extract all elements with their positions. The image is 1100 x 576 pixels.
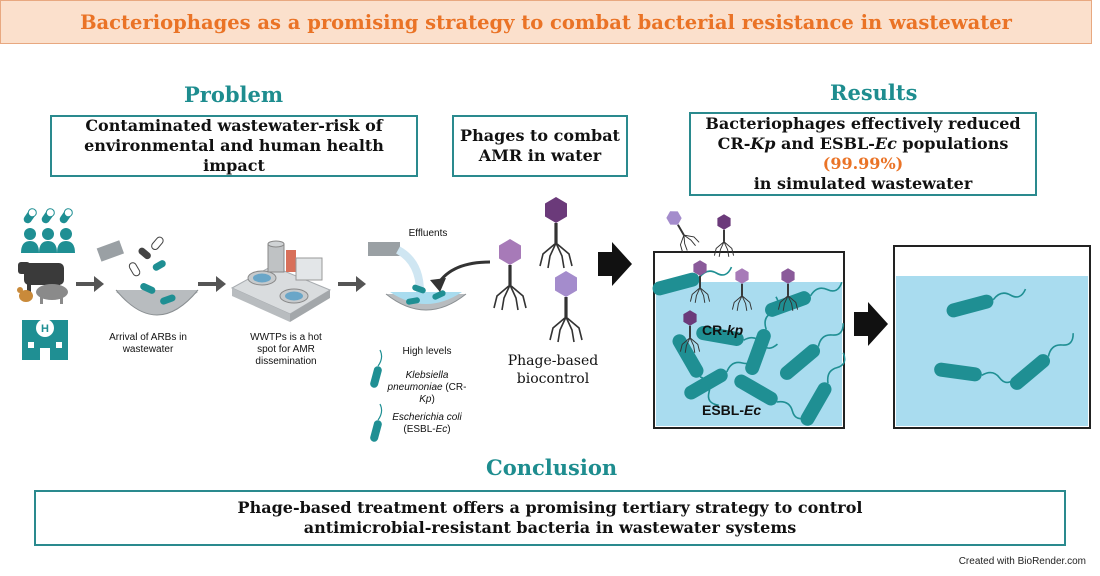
phages-box-line2: AMR in water xyxy=(478,146,602,165)
conclusion-line1: Phage-based treatment offers a promising… xyxy=(237,498,863,517)
flow-arrows xyxy=(76,276,366,292)
high-levels-label: High levels xyxy=(402,346,452,357)
effluent-basin xyxy=(368,242,491,311)
arrow-to-tank xyxy=(598,242,632,286)
phage-group xyxy=(493,196,583,343)
conclusion-line2: antimicrobial-resistant bacteria in wast… xyxy=(303,518,797,537)
results-box: Bacteriophages effectively reduced CR-Kp… xyxy=(689,112,1037,196)
problem-box-line2: environmental and human health impact xyxy=(84,136,384,175)
results-line3: in simulated wastewater xyxy=(753,174,973,193)
hospital-icon: H xyxy=(22,319,68,360)
wwtp-plant xyxy=(230,240,332,322)
problem-heading: Problem xyxy=(184,82,284,107)
arrival-basin xyxy=(96,236,199,316)
treatment-tank xyxy=(650,205,852,430)
results-percentage: (99.99%) xyxy=(822,154,904,173)
svg-text:H: H xyxy=(41,323,49,335)
conclusion-box: Phage-based treatment offers a promising… xyxy=(34,490,1066,546)
credit-text: Created with BioRender.com xyxy=(958,556,1086,567)
results-heading: Results xyxy=(830,80,918,105)
results-line2: CR-Kp and ESBL-Ec populations (99.99%) xyxy=(717,134,1009,173)
arrow-to-result-tank xyxy=(854,302,888,346)
problem-box-line1: Contaminated wastewater-risk of xyxy=(85,116,383,135)
klebsiella-label: Klebsiella pneumoniae (CR-Kp) xyxy=(387,370,467,405)
esbl-ec-label: ESBL-Ec xyxy=(702,402,762,418)
people-icon xyxy=(21,206,75,253)
phages-box: Phages to combat AMR in water xyxy=(452,115,628,177)
legend-bacteria xyxy=(370,349,383,442)
conclusion-heading: Conclusion xyxy=(486,455,618,480)
effluents-label: Effluents xyxy=(408,228,448,239)
problem-box: Contaminated wastewater-risk of environm… xyxy=(50,115,418,177)
title-banner: Bacteriophages as a promising strategy t… xyxy=(0,0,1092,44)
cr-kp-label: CR-kp xyxy=(702,322,744,338)
page-title: Bacteriophages as a promising strategy t… xyxy=(80,10,1012,34)
result-tank xyxy=(893,245,1091,429)
results-line1: Bacteriophages effectively reduced xyxy=(705,114,1021,133)
ecoli-label: Escherichia coli (ESBL-Ec) xyxy=(392,412,462,435)
phages-box-line1: Phages to combat xyxy=(460,126,620,145)
livestock-icon xyxy=(17,262,68,304)
